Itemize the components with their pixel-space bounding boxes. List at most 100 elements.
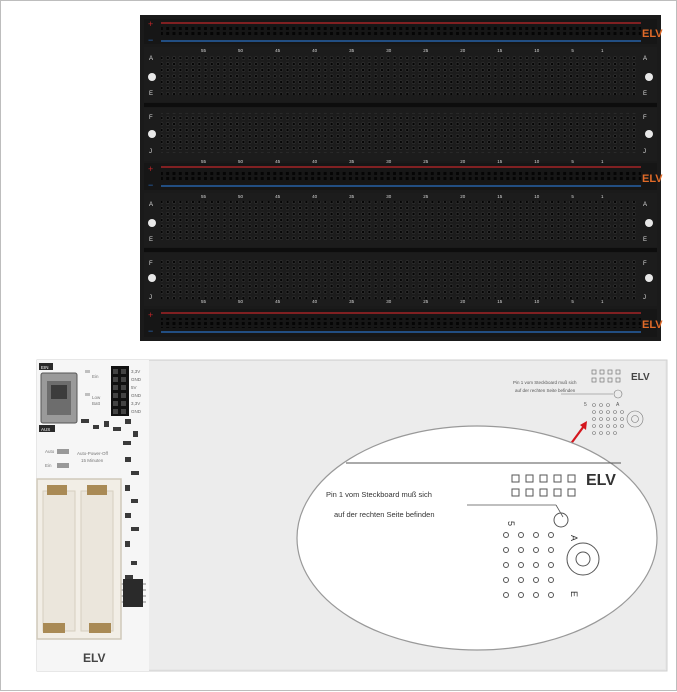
column-number: 30 xyxy=(386,159,392,164)
column-number: 50 xyxy=(238,48,244,53)
svg-text:A: A xyxy=(616,402,620,408)
column-number: 5 xyxy=(571,159,574,164)
svg-text:A: A xyxy=(149,56,153,62)
column-number: 5 xyxy=(571,299,574,304)
base-board-logo: ELV xyxy=(83,651,105,665)
terminal-block-1: A E A E xyxy=(144,47,657,102)
column-number: 35 xyxy=(349,299,355,304)
column-number: 35 xyxy=(349,159,355,164)
column-number: 55 xyxy=(201,194,207,199)
svg-text:−: − xyxy=(148,180,153,190)
pin-header: 3,3V GND 5V GND 3,3V GND xyxy=(111,366,142,416)
column-numbers: 1510152025303540455055151015202530354045… xyxy=(201,48,604,304)
svg-text:E: E xyxy=(149,91,153,97)
column-number: 20 xyxy=(460,48,466,53)
terminal-block-2: F J F J xyxy=(144,108,657,161)
base-board: EIN AUS Ein Low Batt xyxy=(36,359,668,672)
column-number: 35 xyxy=(349,48,355,53)
column-number: 50 xyxy=(238,159,244,164)
column-number: 55 xyxy=(201,48,207,53)
svg-text:F: F xyxy=(149,261,153,267)
svg-text:A: A xyxy=(643,56,647,62)
column-number: 25 xyxy=(423,48,429,53)
column-number: 50 xyxy=(238,299,244,304)
zoom-ellipse xyxy=(296,425,658,651)
svg-text:A: A xyxy=(643,202,647,208)
column-number: 30 xyxy=(386,299,392,304)
svg-text:+: + xyxy=(148,310,153,320)
column-number: 40 xyxy=(312,159,318,164)
column-number: 40 xyxy=(312,194,318,199)
zoom-note-line1: Pin 1 vom Steckboard muß sich xyxy=(326,490,432,499)
svg-text:−: − xyxy=(148,35,153,45)
svg-text:Pin 1 vom Steckboard muß sich: Pin 1 vom Steckboard muß sich xyxy=(513,380,577,385)
column-number: 30 xyxy=(386,194,392,199)
status-leds: Ein Low Batt xyxy=(85,370,101,406)
svg-text:ELV: ELV xyxy=(631,372,650,383)
center-channel-1 xyxy=(144,103,657,107)
column-number: 55 xyxy=(201,299,207,304)
column-number: 30 xyxy=(386,48,392,53)
breadboard-logo-middle: ELV xyxy=(642,173,663,185)
svg-text:J: J xyxy=(643,149,646,155)
svg-text:E: E xyxy=(149,237,153,243)
column-number: 40 xyxy=(312,48,318,53)
column-number: 25 xyxy=(423,159,429,164)
column-number: 10 xyxy=(534,194,540,199)
column-number: 10 xyxy=(534,159,540,164)
svg-text:F: F xyxy=(643,115,647,121)
smd-components xyxy=(81,419,139,580)
svg-text:EIN: EIN xyxy=(41,365,49,370)
power-rail-top: + − ELV xyxy=(144,19,663,45)
zoom-note-line2: auf der rechten Seite befinden xyxy=(334,510,435,519)
svg-text:F: F xyxy=(149,115,153,121)
column-number: 55 xyxy=(201,159,207,164)
column-number: 20 xyxy=(460,299,466,304)
svg-text:GND: GND xyxy=(131,409,142,414)
column-number: 20 xyxy=(460,159,466,164)
column-number: 1 xyxy=(601,299,604,304)
column-number: 45 xyxy=(275,159,281,164)
svg-text:Auto-Power-Off: Auto-Power-Off xyxy=(77,451,109,456)
svg-text:Auto: Auto xyxy=(45,449,55,454)
breadboard-logo-top: ELV xyxy=(642,28,663,40)
column-number: 45 xyxy=(275,48,281,53)
svg-text:GND: GND xyxy=(131,377,142,382)
svg-text:J: J xyxy=(149,149,152,155)
svg-text:GND: GND xyxy=(131,393,142,398)
svg-text:A: A xyxy=(149,202,153,208)
battery-holder xyxy=(36,478,122,640)
power-rail-middle: + − ELV xyxy=(144,163,663,190)
svg-text:Ein: Ein xyxy=(45,463,52,468)
column-number: 15 xyxy=(497,159,503,164)
column-number: 35 xyxy=(349,194,355,199)
svg-text:E: E xyxy=(569,591,579,597)
column-number: 10 xyxy=(534,299,540,304)
column-number: 15 xyxy=(497,194,503,199)
svg-text:5: 5 xyxy=(506,521,516,526)
column-number: 25 xyxy=(423,194,429,199)
column-number: 5 xyxy=(571,194,574,199)
center-channel-2 xyxy=(144,248,657,252)
svg-text:3,3V: 3,3V xyxy=(131,401,140,406)
auto-power-off-labels: Auto Ein Auto-Power-Off 15 Minuten xyxy=(45,449,109,468)
column-number: 50 xyxy=(238,194,244,199)
power-rail-bottom: + − ELV xyxy=(144,309,663,337)
svg-text:J: J xyxy=(149,295,152,301)
svg-text:−: − xyxy=(148,326,153,336)
column-number: 20 xyxy=(460,194,466,199)
column-number: 15 xyxy=(497,299,503,304)
svg-text:AUS: AUS xyxy=(41,427,50,432)
column-number: 1 xyxy=(601,159,604,164)
column-number: 45 xyxy=(275,194,281,199)
svg-text:Ein: Ein xyxy=(92,374,99,379)
terminal-block-4: F J F J xyxy=(144,253,657,306)
power-switch[interactable]: EIN AUS xyxy=(39,363,78,432)
column-number: 1 xyxy=(601,48,604,53)
svg-text:E: E xyxy=(643,91,647,97)
column-number: 45 xyxy=(275,299,281,304)
ic-chip xyxy=(120,579,146,607)
svg-text:auf der rechten Seite befinden: auf der rechten Seite befinden xyxy=(515,388,576,393)
